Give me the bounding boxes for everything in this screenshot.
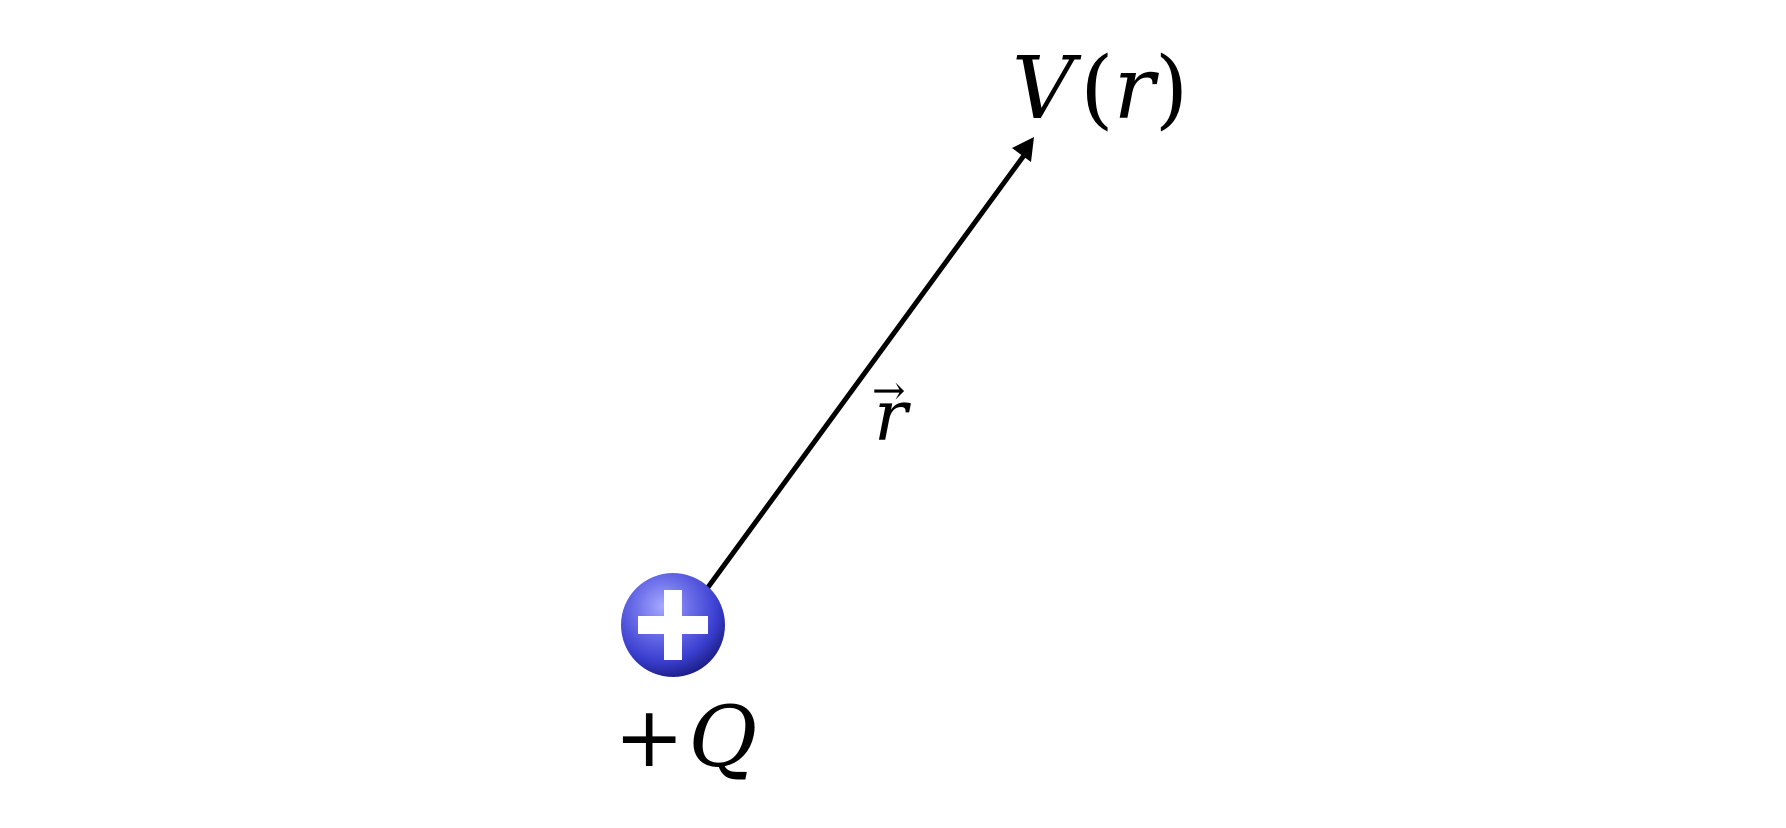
potential-open-paren: ( (1080, 39, 1114, 139)
charge-label: +Q (614, 688, 757, 786)
arrowhead-icon (1012, 137, 1034, 162)
potential-close-paren: ) (1155, 39, 1189, 139)
potential-variable: r (1114, 39, 1160, 139)
charge-label-sign: + (614, 688, 684, 786)
plus-icon (638, 590, 708, 660)
potential-label: V(r) (1012, 39, 1188, 139)
position-vector-line (703, 151, 1028, 593)
charge-label-symbol: Q (688, 688, 757, 786)
positive-charge (621, 573, 725, 677)
vector-r-label: r (874, 375, 911, 457)
vector-arrow-accent: → (872, 368, 906, 414)
potential-symbol: V (1012, 39, 1082, 139)
